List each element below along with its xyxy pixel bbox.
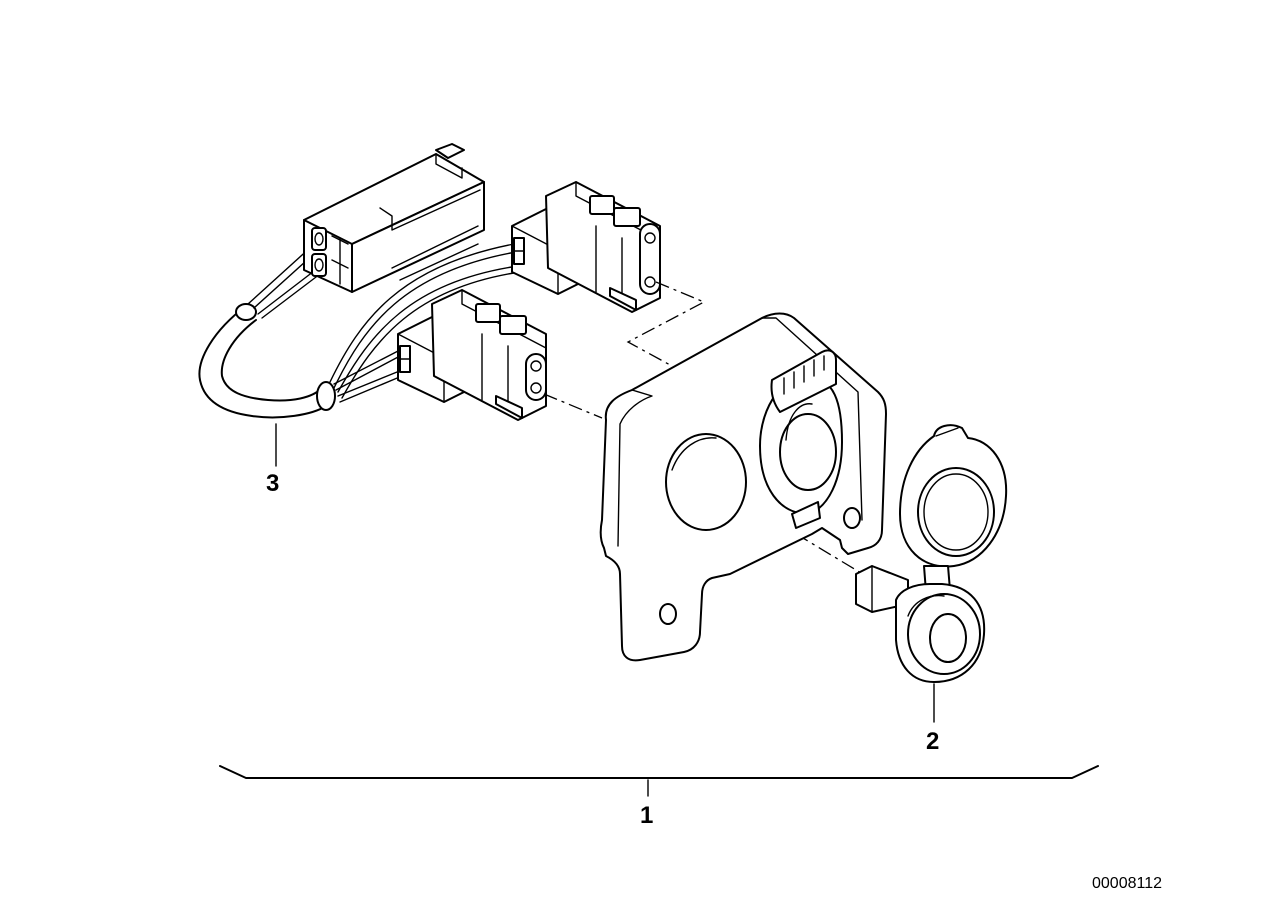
lower-small-connector [397,289,547,421]
socket-part-2 [855,424,1008,683]
main-plug [303,143,485,293]
callout-label-2: 2 [926,728,940,755]
callout-label-1: 1 [640,802,654,829]
leader-lines [275,423,935,797]
bracket-socket [759,349,843,529]
mounting-bracket [599,312,887,662]
group-bracket-1 [219,765,1099,779]
document-number: 00008112 [1092,875,1162,892]
callout-label-3: 3 [266,470,280,497]
upper-small-connector [511,181,661,313]
wiring-harness-part-3 [198,143,661,421]
